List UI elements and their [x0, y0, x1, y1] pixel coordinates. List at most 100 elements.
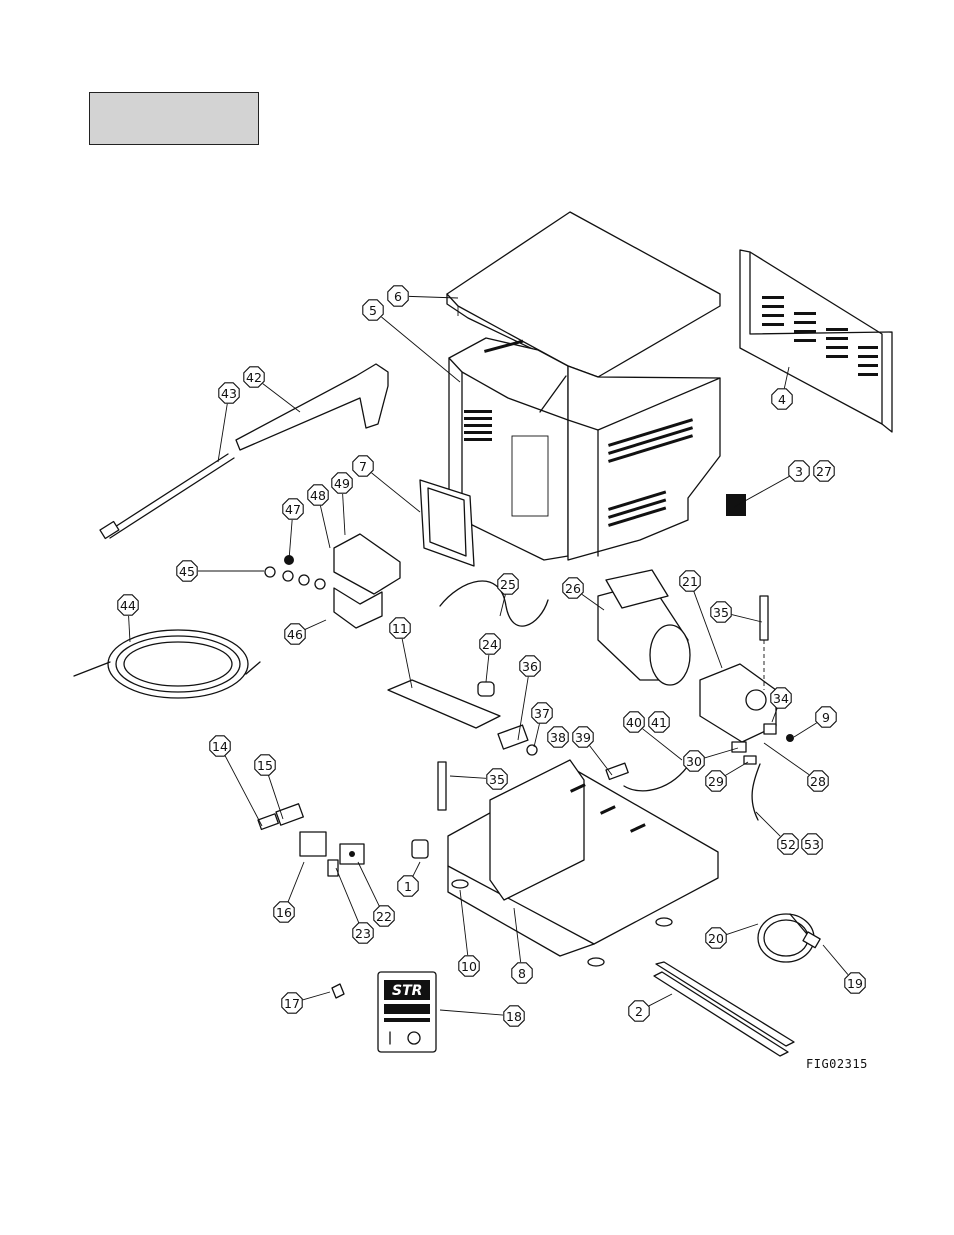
callout-number: 17 [284, 996, 300, 1011]
rear-panel [740, 250, 892, 432]
callout-leader-line [372, 473, 420, 512]
callout-leader-line [450, 776, 486, 778]
callout-number: 8 [518, 966, 526, 981]
callout-leader-line [500, 595, 505, 616]
callout-leader-line [514, 908, 521, 962]
callout-number: 23 [355, 926, 371, 941]
callout-leader-line [218, 404, 227, 462]
spray-gun-wand [100, 364, 388, 538]
callout-c42: 42 [244, 367, 300, 412]
callout-number: 46 [287, 627, 303, 642]
callout-number: 40 [626, 715, 642, 730]
callout-number: 24 [482, 637, 498, 652]
callout-leader-line [440, 1010, 503, 1015]
callout-c30: 30 [684, 748, 738, 771]
callout-c28: 28 [764, 743, 828, 791]
base-frame [448, 760, 718, 966]
callout-number: 43 [221, 386, 237, 401]
callout-number: 2 [635, 1004, 643, 1019]
callout-c23: 23 [336, 868, 373, 943]
callout-leader-line [726, 924, 758, 935]
callout-leader-line [486, 655, 489, 682]
callout-number: 21 [682, 574, 698, 589]
callout-leader-line [289, 520, 292, 560]
callout-number: 4 [778, 392, 786, 407]
callout-number: 28 [810, 774, 826, 789]
callout-leader-line [413, 862, 420, 876]
callout-c19: 19 [823, 945, 865, 993]
callout-c27: 27 [814, 461, 834, 481]
callout-number: 9 [822, 710, 830, 725]
callout-c7: 7 [353, 456, 420, 512]
callout-c9: 9 [794, 707, 836, 737]
callout-c1: 1 [398, 862, 420, 896]
callout-number: 6 [394, 289, 402, 304]
callout-number: 26 [565, 581, 581, 596]
callout-c47: 47 [283, 499, 303, 560]
callout-c17: 17 [282, 992, 330, 1013]
callout-number: 52 [780, 837, 796, 852]
motor [598, 570, 690, 685]
callout-c22: 22 [358, 862, 394, 926]
callout-c35b: 35 [450, 769, 507, 789]
callout-number: 39 [575, 730, 591, 745]
strain-relief [478, 682, 494, 696]
callout-c20: 20 [706, 924, 758, 948]
callout-leader-line [263, 384, 300, 412]
callout-number: 14 [212, 739, 228, 754]
callout-leader-line [336, 868, 359, 923]
electrical-components [258, 804, 428, 876]
callout-number: 47 [285, 502, 301, 517]
callout-number: 48 [310, 488, 326, 503]
callout-number: 44 [120, 598, 136, 613]
callout-leader-line [343, 494, 345, 535]
callout-leader-line [534, 724, 539, 747]
decal-sheet: STR [378, 972, 436, 1052]
callout-leader-line [590, 746, 612, 775]
callout-c11: 11 [390, 618, 412, 688]
callout-number: 18 [506, 1009, 522, 1024]
callout-number: 30 [686, 754, 702, 769]
callout-c44: 44 [118, 595, 138, 642]
callout-number: 45 [179, 564, 195, 579]
callout-number: 29 [708, 774, 724, 789]
callout-leader-line [734, 476, 789, 507]
callout-leader-line [288, 862, 304, 902]
callout-number: 5 [369, 303, 377, 318]
decal-brand: STR [392, 983, 422, 999]
callout-number: 37 [534, 706, 550, 721]
callout-leader-line [303, 992, 330, 1000]
callout-c45: 45 [177, 561, 264, 581]
callout-leader-line [129, 616, 130, 642]
callout-number: 20 [708, 931, 724, 946]
callout-c16: 16 [274, 862, 304, 922]
callout-leader-line [705, 748, 738, 758]
callout-number: 1 [404, 879, 412, 894]
callout-leader-line [381, 317, 460, 382]
callout-c46: 46 [285, 620, 326, 644]
callout-c41: 41 [649, 712, 669, 732]
callout-number: 11 [392, 621, 408, 636]
callout-c29: 29 [706, 762, 748, 791]
callout-c53: 53 [802, 834, 822, 854]
label-plate [726, 494, 746, 516]
coil-tubing [758, 914, 820, 962]
nozzle-holder [265, 534, 400, 628]
callout-number: 41 [651, 715, 667, 730]
callout-leader-line [823, 945, 848, 975]
callout-c10: 10 [459, 890, 479, 976]
callout-c49: 49 [332, 473, 352, 535]
callout-leader-line [732, 615, 762, 622]
callout-leader-line [460, 890, 468, 955]
callout-number: 38 [550, 730, 566, 745]
callout-c14: 14 [210, 736, 262, 826]
callout-number: 15 [257, 758, 273, 773]
callout-number: 36 [522, 659, 538, 674]
callout-c39: 39 [573, 727, 612, 775]
callout-number: 19 [847, 976, 863, 991]
callout-leader-line [649, 994, 672, 1006]
callout-number: 16 [276, 905, 292, 920]
callout-c25: 25 [498, 574, 518, 616]
callout-number: 27 [816, 464, 832, 479]
